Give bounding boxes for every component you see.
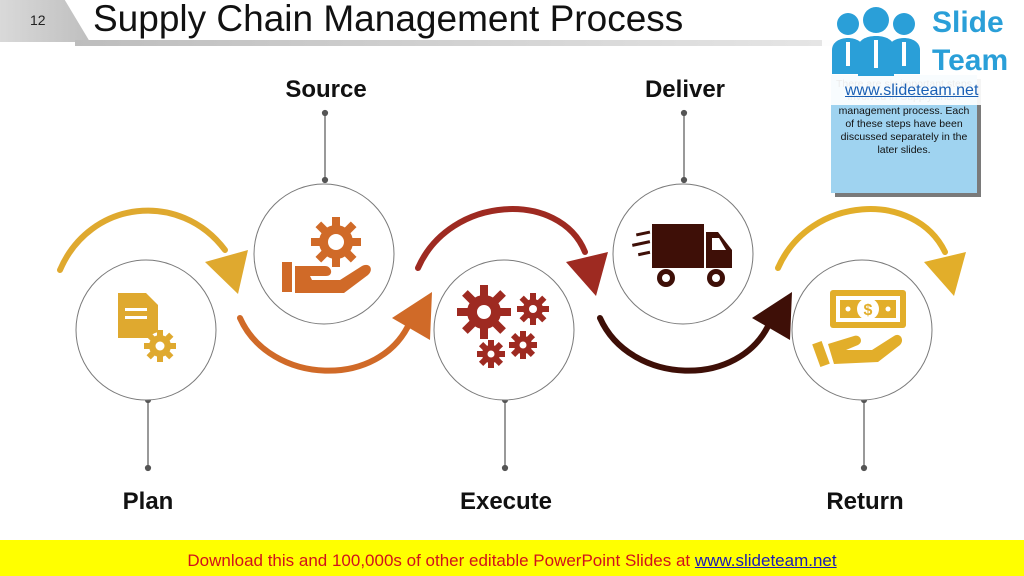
logo-url-link[interactable]: www.slideteam.net bbox=[845, 82, 979, 99]
hand-gear-icon bbox=[282, 217, 371, 293]
return-arrow bbox=[775, 206, 948, 271]
slide-number: 12 bbox=[30, 12, 46, 28]
plan-label: Plan bbox=[122, 488, 174, 515]
source-label: Source bbox=[285, 76, 367, 103]
svg-text:$: $ bbox=[864, 302, 873, 319]
deliver-label: Deliver bbox=[644, 76, 726, 103]
gears-icon bbox=[457, 285, 549, 368]
title-underline bbox=[75, 40, 835, 46]
execute-label: Execute bbox=[459, 488, 553, 515]
footer-message: Download this and 100,000s of other edit… bbox=[187, 551, 695, 570]
execute-arrow bbox=[415, 206, 588, 271]
footer-link[interactable]: www.slideteam.net bbox=[694, 551, 837, 570]
source-arrow bbox=[237, 315, 413, 374]
logo-text-team: Team bbox=[932, 44, 1009, 77]
plan-arrow bbox=[57, 207, 228, 273]
hand-money-icon: $ bbox=[812, 290, 906, 367]
deliver-arrow bbox=[597, 315, 773, 374]
footer-text: Download this and 100,000s of other edit… bbox=[0, 551, 1024, 571]
return-label: Return bbox=[826, 488, 904, 515]
delivery-truck-icon bbox=[631, 224, 732, 287]
slide-title: Supply Chain Management Process bbox=[93, 0, 684, 39]
people-logo-icon bbox=[832, 7, 920, 76]
return-circle bbox=[791, 259, 933, 401]
footer-banner bbox=[0, 540, 1024, 576]
logo-text-slide: Slide bbox=[932, 6, 1004, 39]
document-gear-icon bbox=[118, 293, 176, 362]
